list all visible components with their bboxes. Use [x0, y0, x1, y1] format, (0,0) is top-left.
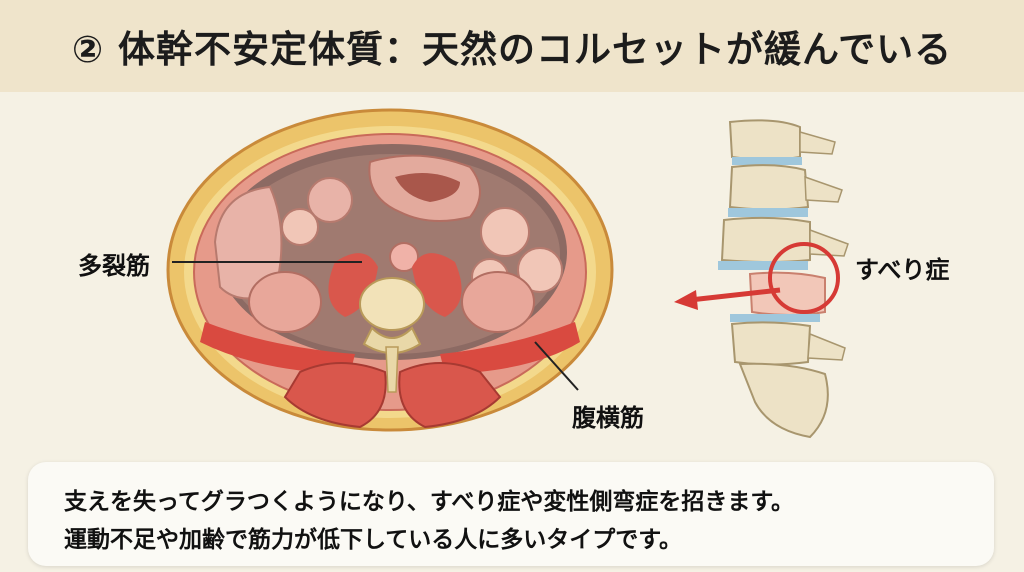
caption-line-2: 運動不足や加齢で筋力が低下している人に多いタイプです。 [64, 527, 683, 553]
label-transversus: 腹横筋 [572, 404, 644, 432]
spine-illustration [718, 119, 849, 439]
title-bar: ② 体幹不安定体質：天然のコルセットが緩んでいる [0, 0, 1024, 92]
caption-line-1: 支えを失ってグラつくようになり、すべり症や変性側弯症を招きます。 [64, 489, 795, 515]
slip-arrow-icon [674, 287, 781, 310]
highlight-circle-icon [768, 242, 840, 314]
label-spondylolisthesis: すべり症 [855, 256, 950, 284]
label-multifidus: 多裂筋 [78, 252, 150, 280]
caption-box: 支えを失ってグラつくようになり、すべり症や変性側弯症を招きます。 運動不足や加齢… [28, 462, 994, 566]
illustration-area: 多裂筋 腹横筋 すべり症 [0, 92, 1024, 462]
page-title: ② 体幹不安定体質：天然のコルセットが緩んでいる [71, 28, 953, 71]
cross-section-illustration [166, 108, 614, 432]
